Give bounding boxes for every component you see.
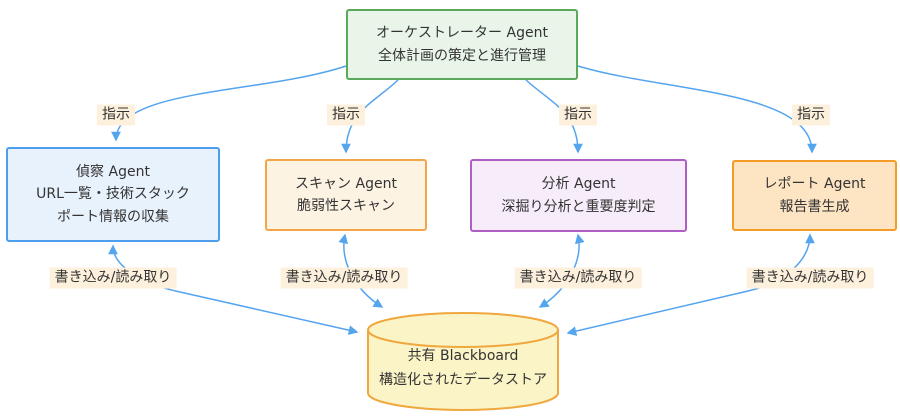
edge-orchestrator-recon (111, 65, 347, 142)
edge-label-instruction-analysis: 指示 (559, 104, 597, 126)
database-cylinder-top (367, 312, 559, 348)
edge-recon-blackboard (108, 244, 359, 335)
node-recon-agent: 偵察 Agent URL一覧・技術スタック ポート情報の収集 (6, 147, 220, 242)
edge-label-readwrite-report: 書き込み/読み取り (746, 267, 874, 289)
node-title: 偵察 Agent (76, 163, 150, 180)
edge-orchestrator-report (577, 65, 817, 154)
node-subtitle: 脆弱性スキャン (297, 198, 395, 214)
edge-label-readwrite-analysis: 書き込み/読み取り (514, 267, 642, 289)
node-report-agent: レポート Agent 報告書生成 (732, 160, 897, 231)
node-subtitle: ポート情報の収集 (57, 208, 169, 225)
node-title: 分析 Agent (541, 176, 616, 193)
node-orchestrator-agent: オーケストレーター Agent 全体計画の策定と進行管理 (346, 9, 578, 80)
node-subtitle: 深掘り分析と重要度判定 (501, 198, 656, 215)
node-subtitle: 全体計画の策定と進行管理 (378, 47, 546, 64)
node-subtitle: 構造化されたデータストア (379, 372, 547, 388)
edge-label-readwrite-recon: 書き込み/読み取り (49, 267, 177, 289)
database-cylinder-body (367, 330, 559, 411)
edge-label-instruction-recon: 指示 (97, 104, 135, 126)
node-scan-agent: スキャン Agent 脆弱性スキャン (265, 159, 427, 231)
edge-label-instruction-scan: 指示 (327, 104, 365, 126)
node-title: オーケストレーター Agent (376, 25, 548, 42)
node-subtitle: 報告書生成 (779, 198, 850, 215)
node-title: レポート Agent (763, 176, 866, 193)
node-analysis-agent: 分析 Agent 深掘り分析と重要度判定 (470, 159, 687, 232)
node-title: スキャン Agent (295, 175, 397, 192)
node-subtitle: URL一覧・技術スタック (36, 186, 190, 203)
edge-label-instruction-report: 指示 (792, 104, 830, 126)
node-title: 共有 Blackboard (407, 348, 519, 365)
node-shared-blackboard: 共有 Blackboard 構造化されたデータストア (368, 338, 558, 400)
edge-label-readwrite-scan: 書き込み/読み取り (280, 267, 408, 289)
